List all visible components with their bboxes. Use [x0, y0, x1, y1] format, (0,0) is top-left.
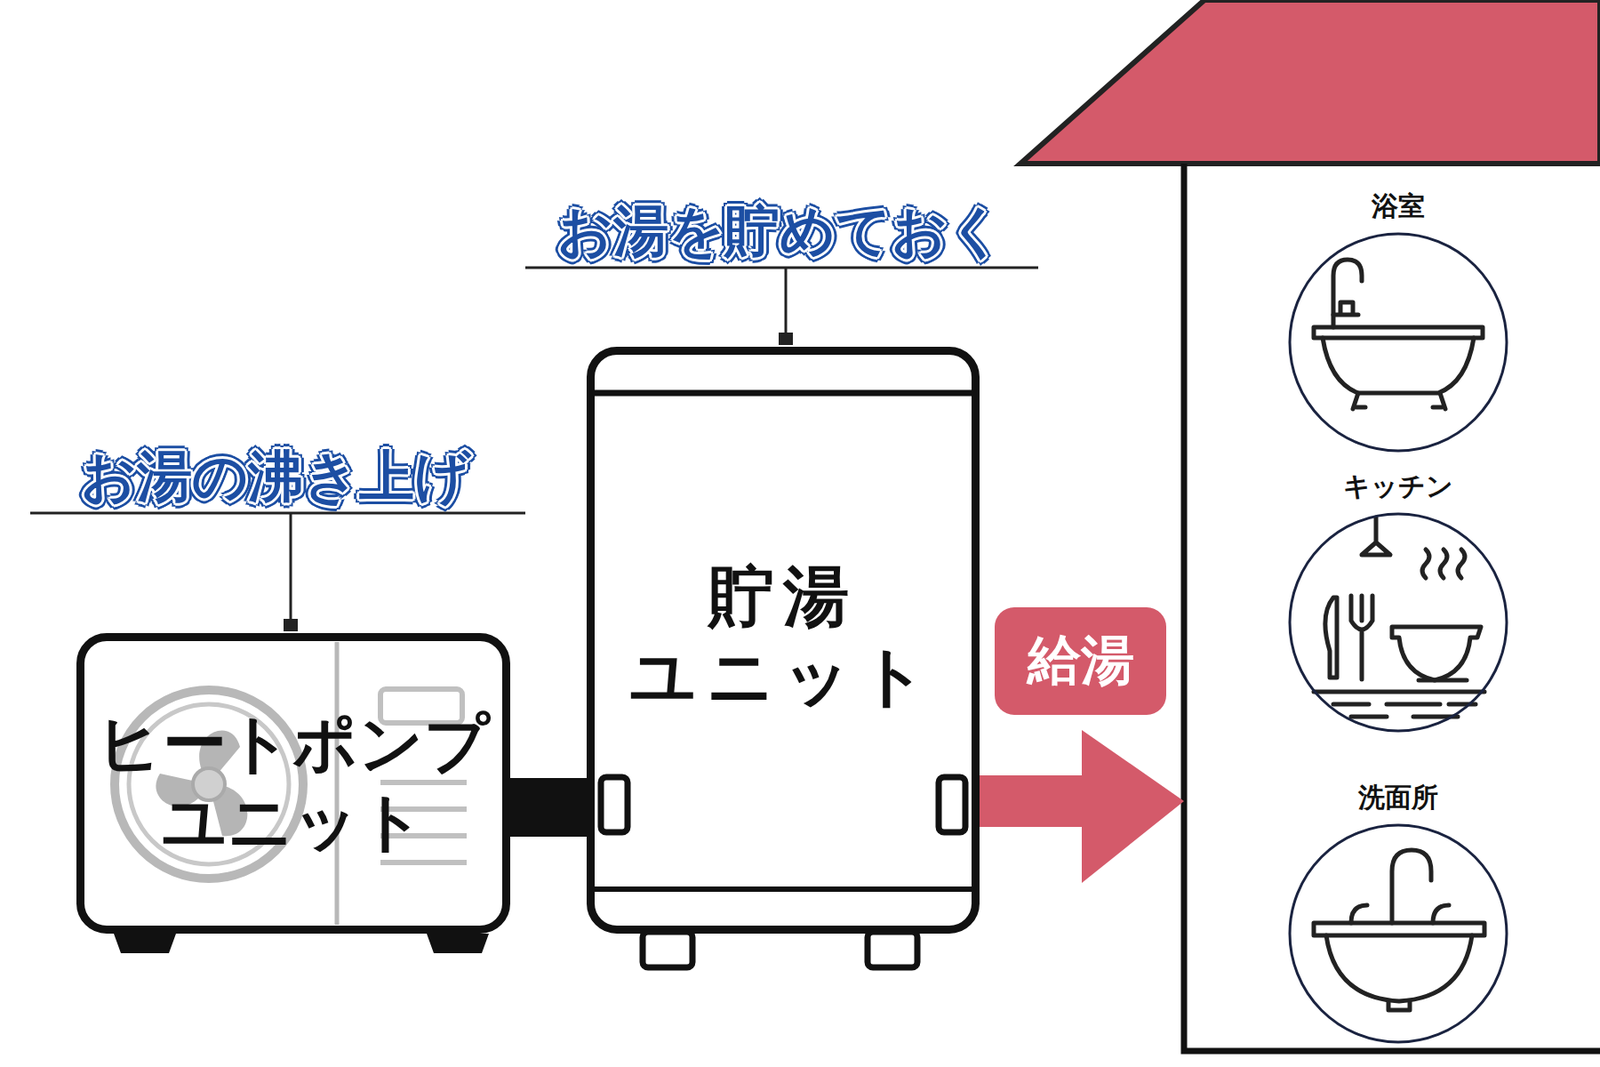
heat-pump-unit: ヒートポンプ ユニット: [76, 632, 511, 934]
callout-label: お湯の沸き上げ: [80, 446, 471, 507]
room-circle: 浴室: [1273, 190, 1523, 454]
house-wall: [1184, 163, 1600, 1051]
node-text: 浴室: [1371, 190, 1425, 223]
circle-outline: [1284, 231, 1512, 454]
node-text: ヒートポンプ ユニット: [84, 704, 503, 862]
room-circle: キッチン: [1273, 470, 1523, 734]
pipe-connector: [506, 807, 591, 808]
house-roof: [1020, 0, 1600, 164]
sink-icon: [1313, 849, 1485, 1010]
storage-details: [593, 392, 973, 968]
circle-outline: [1284, 511, 1512, 734]
circle-outline: [1284, 822, 1512, 1045]
callout-label: お湯を貯めておく: [557, 200, 1004, 262]
leader-lines: [30, 267, 1039, 626]
room-circle: 洗面所: [1273, 781, 1523, 1045]
node-text: 洗面所: [1358, 781, 1439, 814]
leader-tab: [283, 618, 298, 632]
bathtub-icon: [1313, 259, 1483, 409]
node-text: キッチン: [1343, 470, 1454, 503]
node-text: 給湯: [1027, 624, 1135, 697]
leader-tab: [778, 332, 793, 345]
storage-unit: 貯湯 ユニット: [586, 346, 980, 934]
kitchen-icon: [1313, 517, 1485, 717]
supply-badge: 給湯: [994, 607, 1167, 715]
node-text: 貯湯 ユニット: [614, 555, 952, 717]
supply-arrow: [979, 729, 1184, 883]
